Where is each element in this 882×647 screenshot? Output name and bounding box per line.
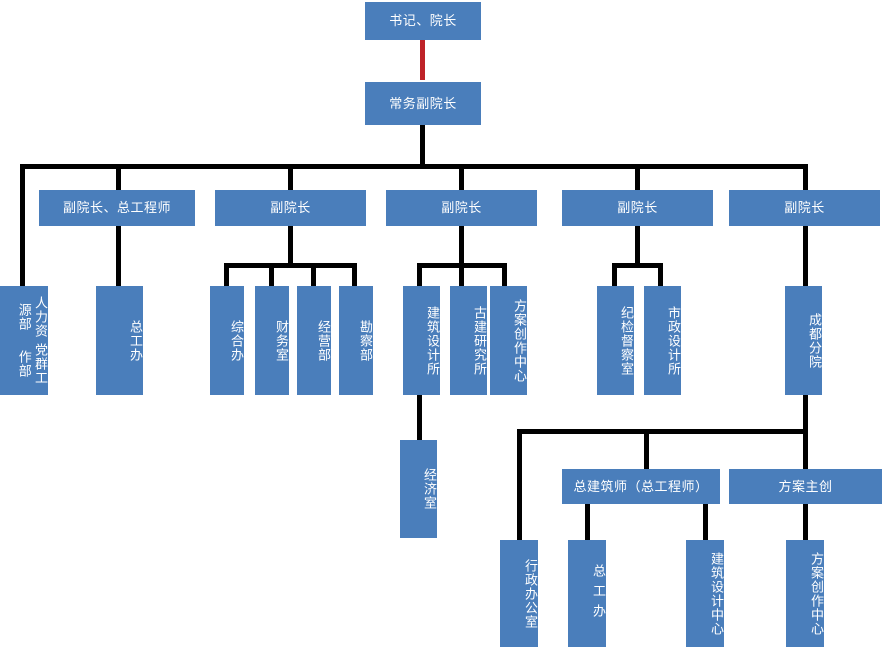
node-finance-office[interactable]: 财务室 <box>255 286 289 395</box>
connector-drop-vp1 <box>116 164 121 190</box>
node-scheme-director[interactable]: 方案主创 <box>729 469 882 504</box>
node-vp-4[interactable]: 副院长 <box>562 190 713 226</box>
node-architecture-design-center[interactable]: 建筑设计中心 <box>686 540 724 647</box>
connector-chief-arch-to-zgb <box>585 504 590 540</box>
connector-exec-stem <box>420 125 425 167</box>
node-chengdu-branch[interactable]: 成都分院 <box>785 286 822 395</box>
connector-drop-facz <box>502 263 507 287</box>
node-party-and-hr-department[interactable]: 人力资源部 党群工作部 <box>0 286 48 395</box>
connector-vp1-to-zgb <box>116 226 121 286</box>
connector-vp4-bus <box>612 263 663 268</box>
node-administration-office[interactable]: 行政办公室 <box>500 540 538 647</box>
connector-drop-chief-arch <box>644 429 649 469</box>
connector-drop-cws <box>269 263 274 287</box>
node-economics-office[interactable]: 经济室 <box>400 440 437 538</box>
connector-top-to-exec <box>420 40 425 80</box>
connector-drop-kcb <box>352 263 357 287</box>
connector-chief-arch-to-jzsjzx <box>703 504 708 540</box>
node-vp-3[interactable]: 副院长 <box>386 190 537 226</box>
node-vp-2[interactable]: 副院长 <box>215 190 366 226</box>
node-business-department[interactable]: 经营部 <box>297 286 331 395</box>
connector-scheme-lead-to-faczzx <box>803 504 808 540</box>
connector-drop-party-hr <box>20 164 25 286</box>
connector-jzsjs-to-jjs <box>417 395 422 440</box>
connector-drop-jjdcs <box>612 263 617 287</box>
node-executive-vice-president[interactable]: 常务副院长 <box>365 82 481 125</box>
node-chengdu-chief-engineer-office[interactable]: 总工办 <box>568 540 606 647</box>
connector-vp3-stem <box>459 226 464 264</box>
node-hr-department-label: 人力资源部 <box>16 296 48 339</box>
node-general-affairs-office[interactable]: 综合办 <box>210 286 244 395</box>
node-chief-engineer-office[interactable]: 总工办 <box>96 286 143 395</box>
connector-drop-szsjs <box>658 263 663 287</box>
node-discipline-inspection-office[interactable]: 纪检督察室 <box>597 286 634 395</box>
node-survey-department[interactable]: 勘察部 <box>339 286 373 395</box>
node-municipal-design-institute[interactable]: 市政设计所 <box>644 286 681 395</box>
connector-drop-vp3 <box>459 164 464 190</box>
node-architecture-design-institute[interactable]: 建筑设计所 <box>403 286 440 395</box>
node-party-work-department-label: 党群工作部 <box>16 342 48 385</box>
connector-drop-jyb <box>311 263 316 287</box>
connector-vp2-stem <box>288 226 293 264</box>
node-secretary-president[interactable]: 书记、院长 <box>365 2 481 40</box>
connector-drop-cd-admin <box>517 429 522 540</box>
connector-vp2-bus <box>224 263 357 268</box>
connector-drop-zhb <box>224 263 229 287</box>
connector-cdfy-bus <box>517 429 808 434</box>
node-chief-architect-chief-engineer[interactable]: 总建筑师（总工程师） <box>562 469 720 504</box>
node-scheme-creation-center[interactable]: 方案创作中心 <box>490 286 527 395</box>
node-ancient-architecture-research-institute[interactable]: 古建研究所 <box>450 286 487 395</box>
connector-drop-vp4 <box>635 164 640 190</box>
connector-drop-vp2 <box>288 164 293 190</box>
connector-vp4-stem <box>635 226 640 264</box>
connector-drop-gjyjs <box>459 263 464 287</box>
connector-drop-jzsjs <box>417 263 422 287</box>
connector-drop-vp5 <box>803 164 808 190</box>
connector-main-bus <box>20 164 806 169</box>
node-vp-chief-engineer[interactable]: 副院长、总工程师 <box>39 190 195 226</box>
node-chengdu-scheme-creation-center[interactable]: 方案创作中心 <box>786 540 824 647</box>
connector-cdfy-stem <box>803 395 808 433</box>
node-vp-5[interactable]: 副院长 <box>729 190 880 226</box>
connector-drop-scheme-lead <box>803 429 808 469</box>
connector-vp5-to-cdfy <box>803 226 808 286</box>
